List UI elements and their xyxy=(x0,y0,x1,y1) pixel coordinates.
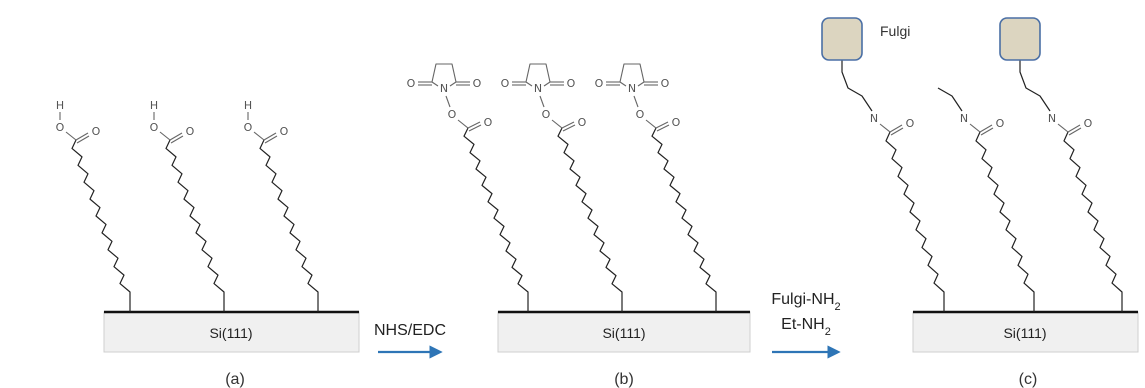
fulgi-chromophore-box xyxy=(999,17,1041,61)
nitrogen-atom: N xyxy=(960,112,968,125)
carboxylic-acid-chain: OOH xyxy=(150,99,225,312)
carboxylic-acid-chain: OOH xyxy=(56,99,131,312)
carboxylic-acid-chain: OOH xyxy=(244,99,319,312)
panel-label-b: (b) xyxy=(614,371,634,388)
reagent-et-nh2: Et-NH2 xyxy=(781,316,831,338)
substrate-a: Si(111) xyxy=(103,310,360,353)
oxygen-atom: O xyxy=(996,117,1005,130)
reagent-nhs-edc: NHS/EDC xyxy=(374,322,446,339)
hydrogen-atom: H xyxy=(244,99,252,112)
oxygen-atom: O xyxy=(578,116,587,129)
oxygen-atom: O xyxy=(186,125,195,138)
fulgi-chromophore-box xyxy=(821,17,863,61)
reaction-step-2: Fulgi-NH2 Et-NH2 xyxy=(771,291,841,359)
oxygen-atom: O xyxy=(661,77,670,90)
oxygen-atom: O xyxy=(567,77,576,90)
hydrogen-atom: H xyxy=(150,99,158,112)
oxygen-atom: O xyxy=(150,121,159,134)
oxygen-atom: O xyxy=(484,116,493,129)
oxygen-atom: O xyxy=(672,116,681,129)
substrate-label: Si(111) xyxy=(602,325,645,341)
oxygen-atom: O xyxy=(280,125,289,138)
nitrogen-atom: N xyxy=(1048,112,1056,125)
oxygen-atom: O xyxy=(595,77,604,90)
substrate-b: Si(111) xyxy=(497,310,751,353)
substrate-label: Si(111) xyxy=(1003,325,1046,341)
oxygen-atom: O xyxy=(244,121,253,134)
nitrogen-atom: N xyxy=(440,82,448,95)
substrate-c: Si(111) xyxy=(912,310,1139,353)
oxygen-atom: O xyxy=(448,108,457,121)
oxygen-atom: O xyxy=(1084,117,1093,130)
reagent-fulgi-nh2: Fulgi-NH2 xyxy=(771,291,840,313)
oxygen-atom: O xyxy=(636,108,645,121)
fulgi-label: Fulgi xyxy=(880,23,910,39)
oxygen-atom: O xyxy=(473,77,482,90)
panel-label-c: (c) xyxy=(1019,371,1038,388)
panel-label-a: (a) xyxy=(225,371,245,388)
ethyl-amide-chain: ON xyxy=(937,87,1035,312)
nitrogen-atom: N xyxy=(628,82,636,95)
oxygen-atom: O xyxy=(56,121,65,134)
oxygen-atom: O xyxy=(501,77,510,90)
oxygen-atom: O xyxy=(542,108,551,121)
substrate-label: Si(111) xyxy=(209,325,252,341)
hydrogen-atom: H xyxy=(56,99,64,112)
reaction-step-1: NHS/EDC xyxy=(374,322,446,359)
nitrogen-atom: N xyxy=(870,112,878,125)
fulgi-amide-chain: O N Fulgi xyxy=(821,17,945,312)
oxygen-atom: O xyxy=(92,125,101,138)
oxygen-atom: O xyxy=(906,117,915,130)
oxygen-atom: O xyxy=(407,77,416,90)
nitrogen-atom: N xyxy=(534,82,542,95)
fulgi-amide-chain: ON xyxy=(999,17,1123,312)
